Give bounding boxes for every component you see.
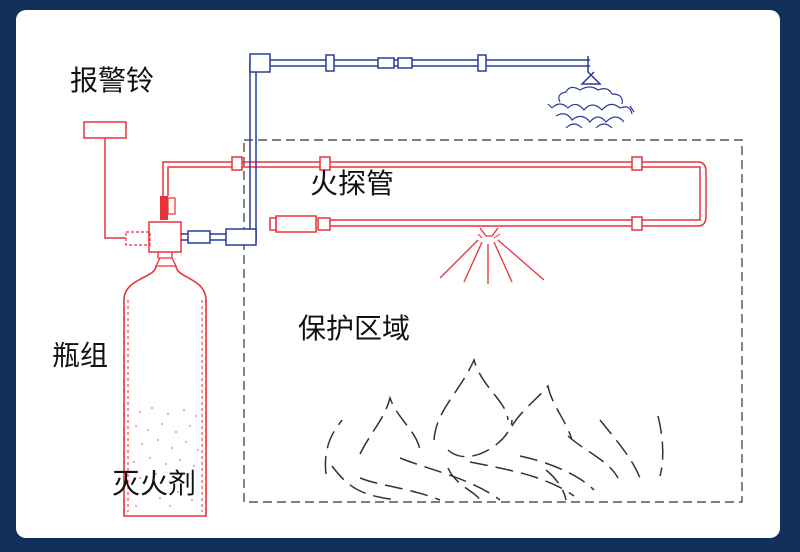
detection-nozzle [439, 227, 545, 284]
valve-handle [160, 196, 168, 220]
cylinder-body [123, 265, 207, 517]
flames [324, 357, 664, 501]
alarm-bell-box [83, 121, 127, 139]
discharge-nozzle [547, 86, 635, 129]
alarm-wire [104, 138, 126, 239]
label-cylinder-group: 瓶组 [52, 339, 109, 372]
valve-body [148, 221, 182, 253]
label-alarm-bell: 报警铃 [70, 64, 155, 97]
fire-detection-tube [162, 156, 707, 233]
pressure-switch [125, 231, 151, 246]
label-extinguishing-agent: 灭火剂 [112, 467, 197, 500]
valve-neck [154, 252, 178, 267]
agent-dots [133, 407, 199, 507]
label-fire-detection-tube: 火探管 [310, 167, 395, 200]
release-pipe [181, 53, 602, 246]
protected-area-boundary [243, 139, 743, 503]
label-protected-area: 保护区域 [298, 312, 411, 345]
diagram-panel [16, 10, 780, 538]
